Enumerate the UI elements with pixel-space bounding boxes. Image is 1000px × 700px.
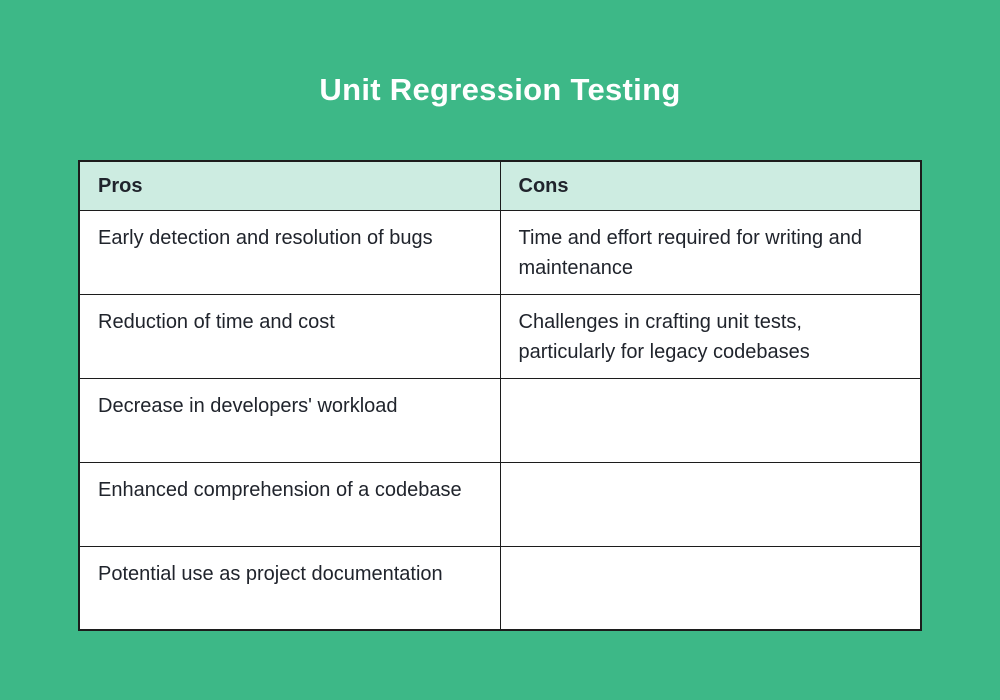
pros-cons-table: Pros Cons Early detection and resolution…: [78, 160, 922, 631]
cons-cell: [499, 377, 922, 463]
table-header-row: Pros Cons: [78, 160, 922, 211]
pros-cell: Reduction of time and cost: [78, 293, 501, 379]
pros-cell: Potential use as project documentation: [78, 545, 501, 631]
table-row: Enhanced comprehension of a codebase: [78, 461, 922, 547]
pros-cell: Decrease in developers' workload: [78, 377, 501, 463]
cons-cell: [499, 461, 922, 547]
pros-cell: Enhanced comprehension of a codebase: [78, 461, 501, 547]
table-row: Potential use as project documentation: [78, 545, 922, 631]
cons-cell: [499, 545, 922, 631]
table-row: Early detection and resolution of bugs T…: [78, 209, 922, 295]
page-title: Unit Regression Testing: [319, 72, 681, 107]
table-row: Reduction of time and cost Challenges in…: [78, 293, 922, 379]
column-header-pros: Pros: [78, 160, 501, 211]
column-header-cons: Cons: [499, 160, 922, 211]
table-row: Decrease in developers' workload: [78, 377, 922, 463]
pros-cell: Early detection and resolution of bugs: [78, 209, 501, 295]
cons-cell: Time and effort required for writing and…: [499, 209, 922, 295]
cons-cell: Challenges in crafting unit tests, parti…: [499, 293, 922, 379]
